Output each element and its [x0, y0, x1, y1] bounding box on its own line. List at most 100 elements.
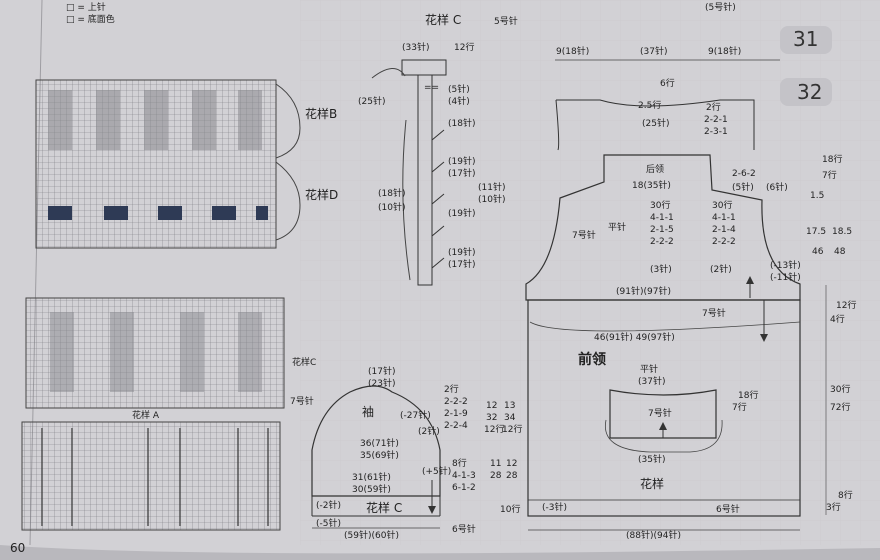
svg-text:30行: 30行 [830, 383, 850, 395]
right-armhole-0: 30行 [712, 199, 732, 211]
front-piece: 7号针 46(91针) 49(97针) 前领 平针 (37针) 7号针 18行 … [527, 285, 856, 541]
sleeve-needle: 7号针 [290, 395, 314, 407]
strip-label-5: (17针) [448, 167, 475, 179]
sleeve-cap-col-2: 12行 [484, 423, 504, 435]
svg-text:(-11针): (-11针) [770, 271, 801, 283]
page-number: 60 [10, 541, 25, 555]
sleeve-cuff-rows: 10行 [500, 503, 520, 515]
right-armhole-2: 2-1-4 [712, 225, 736, 235]
legend-item-2: □ = 底面色 [66, 13, 115, 25]
legend-item-1: □ = 上针 [66, 1, 106, 13]
strip-label-9: (19针) [448, 246, 475, 258]
label-pattern-b: 花样B [305, 106, 337, 121]
legend: □ = 上针 □ = 底面色 [66, 1, 115, 25]
front-width: 46(91针) 49(97针) [594, 331, 675, 343]
sleeve-inc-row-1: 4-1-3 [452, 471, 476, 481]
strip-pattern-c: 花样 C 5号针 (33针) 12行 (5针) (4针) (18针) (19针)… [358, 12, 518, 286]
shoulder-dec-1: (5针) [732, 181, 754, 193]
chart-pattern-b-d: 花样B 花样D [35, 79, 338, 249]
svg-text:18行: 18行 [822, 153, 842, 165]
strip-label-3: (18针) [448, 117, 475, 129]
sleeve-cap-col-3: 13 [504, 401, 515, 411]
strip-label-6: (11针) [478, 181, 505, 193]
sleeve-cap-row-2: 2-1-9 [444, 409, 468, 419]
back-neck-sts: (25针) [642, 117, 669, 129]
svg-text:48: 48 [834, 247, 846, 257]
strip-label-4: (19针) [448, 155, 475, 167]
strip-left-1: (18针) [378, 187, 405, 199]
sleeve-title: 袖 [362, 404, 374, 419]
front-needle: 7号针 [702, 307, 726, 319]
sleeve-side-1: (2针) [418, 425, 440, 437]
svg-text:4行: 4行 [830, 313, 845, 325]
sleeve-inc-note: (+5针) [422, 465, 451, 477]
svg-text:17.5: 17.5 [806, 227, 826, 237]
front-bottom-width: (88针)(94针) [626, 529, 681, 541]
sleeve-width4: 30(59针) [352, 483, 391, 495]
svg-text:12行: 12行 [836, 299, 856, 311]
page-ref-32: 32 [797, 80, 822, 104]
front-neck-rows: 18行 [738, 389, 758, 401]
chart-pattern-c-grid: 花样C [25, 297, 316, 409]
sleeve-bottom: (59针)(60针) [344, 529, 399, 541]
back-neck-dec-2: 2-3-1 [704, 127, 728, 137]
shoulder-dec-0: 2-6-2 [732, 169, 756, 179]
back-neck-sts-label: 18(35针) [632, 179, 671, 191]
sleeve-inc-col-2: 12 [506, 459, 517, 469]
sleeve-cap-col-5: 12行 [502, 423, 522, 435]
strip-label-10: (17针) [448, 258, 475, 270]
stitch-label: 平针 [608, 221, 626, 233]
left-armhole-2: 2-1-5 [650, 225, 674, 235]
svg-text:7行: 7行 [822, 169, 837, 181]
front-neck-bottom: (35针) [638, 453, 665, 465]
front-neck-sts: (37针) [638, 375, 665, 387]
sleeve-cap-row-1: 2-2-2 [444, 397, 468, 407]
label-pattern-c-needle: 5号针 [494, 15, 518, 27]
sleeve-top: (17针) [368, 365, 395, 377]
label-pattern-a: 花样 A [132, 409, 160, 421]
sleeve-cap-col-4: 34 [504, 413, 516, 423]
strip-label-8: (19针) [448, 207, 475, 219]
sleeve-inc-row-0: 8行 [452, 457, 467, 469]
svg-text:3行: 3行 [826, 501, 841, 513]
front-neck-title: 前领 [578, 351, 606, 368]
right-armhole-1: 4-1-1 [712, 213, 736, 223]
front-pattern: 花样 [640, 476, 664, 491]
back-neck-rows: 6行 [660, 77, 675, 89]
back-top-mark-1: (37针) [640, 45, 667, 57]
back-piece: 9(18针) (37针) 9(18针) 6行 2.5行 (25针) 2行 2-2… [525, 45, 852, 301]
sleeve-cap-row-3: 2-2-4 [444, 421, 468, 431]
label-pattern-c-top: 花样 C [425, 12, 461, 27]
shoulder-dec-2: (6针) [766, 181, 788, 193]
back-top-mark-2: 9(18针) [708, 45, 741, 57]
back-neck-dec-0: 2行 [706, 101, 721, 113]
label-pattern-d: 花样D [305, 187, 338, 202]
strip-label-2: (4针) [448, 95, 470, 107]
strip-left-0: (25针) [358, 95, 385, 107]
front-neck-right: 7行 [732, 401, 747, 413]
sleeve-left-dec: (-2针) [316, 499, 341, 511]
strip-right-top: 12行 [454, 41, 474, 53]
sleeve-cuff-pattern: 花样 C [366, 500, 402, 515]
left-armhole-0: 30行 [650, 199, 670, 211]
strip-label-0: (33针) [402, 41, 429, 53]
needle-left: 7号针 [572, 229, 596, 241]
chart-pattern-a: 花样 A [21, 409, 281, 531]
strip-label-7: (10针) [478, 193, 505, 205]
sleeve-inc-col-1: 28 [490, 471, 502, 481]
sleeve-piece: (17针) (23针) 7号针 袖 (-27针) (2针) 2行 2-2-2 2… [290, 365, 522, 541]
sleeve-width1: 36(71针) [360, 437, 399, 449]
strip-left-2: (10针) [378, 201, 405, 213]
back-bottom-sts-0: (3针) [650, 263, 672, 275]
sleeve-side-0: (-27针) [400, 409, 431, 421]
front-left-dec: (-3针) [542, 501, 567, 513]
svg-text:1.5: 1.5 [810, 191, 824, 201]
front-needle-bottom: 6号针 [716, 503, 740, 515]
back-neck-dec-1: 2-2-1 [704, 115, 728, 125]
sleeve-inc-col-0: 11 [490, 459, 501, 469]
svg-text:72行: 72行 [830, 401, 850, 413]
right-armhole-3: 2-2-2 [712, 237, 736, 247]
back-neck-label: 后领 [646, 163, 664, 175]
left-armhole-3: 2-2-2 [650, 237, 674, 247]
label-pattern-c-mid: 花样C [292, 356, 316, 368]
